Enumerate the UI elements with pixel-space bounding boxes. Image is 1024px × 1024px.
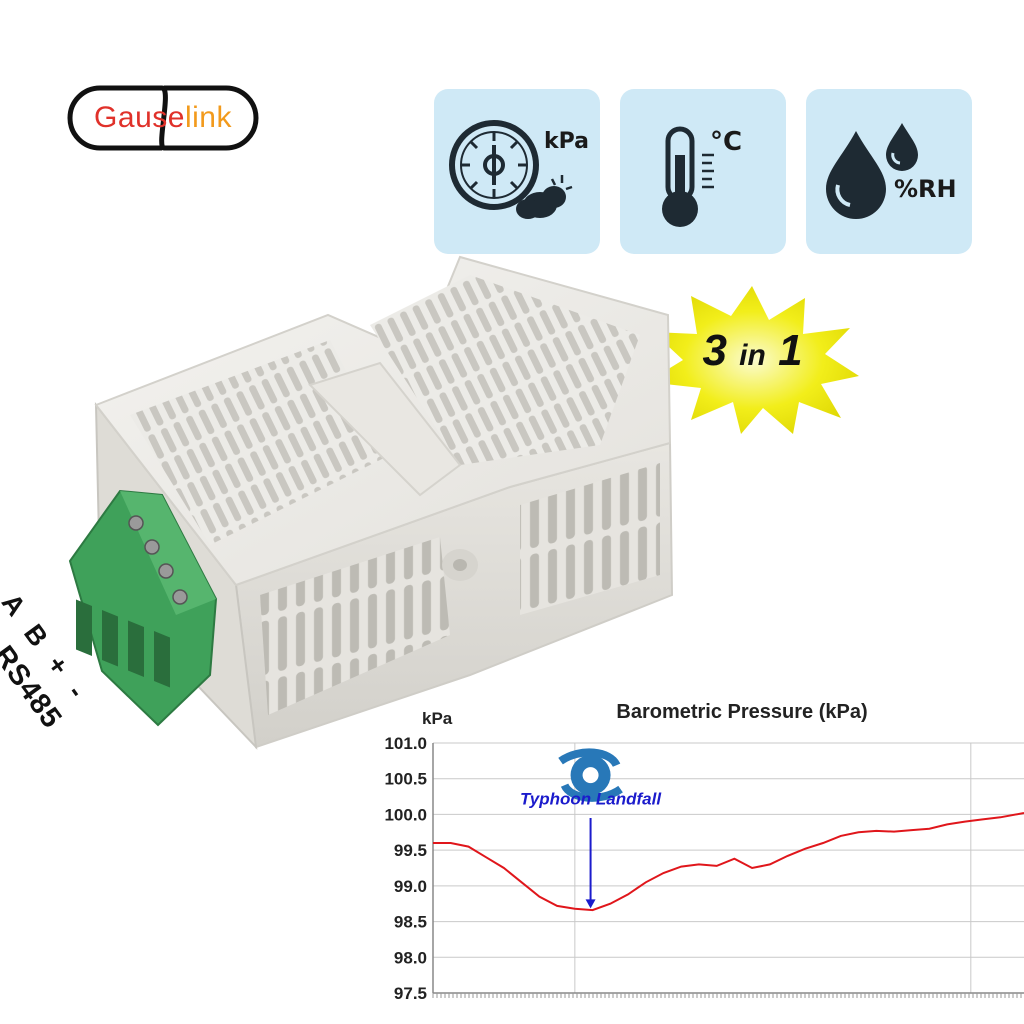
feature-tile-temperature: °C: [620, 89, 786, 254]
pressure-series-line: [433, 812, 1024, 912]
chart-ylabel: kPa: [422, 709, 453, 728]
y-tick-label: 99.0: [394, 877, 427, 896]
y-tick-label: 97.5: [394, 984, 427, 1003]
badge-word-in: in: [739, 339, 766, 372]
badge-text: 3 in 1: [645, 326, 860, 376]
sensor-device-illustration: [68, 255, 674, 750]
feature-tile-humidity: %RH: [806, 89, 972, 254]
chart-x-ticks: [432, 993, 1022, 998]
y-tick-label: 100.5: [384, 770, 427, 789]
pressure-chart: Barometric Pressure (kPa) kPa 101.0 100.5…: [384, 701, 1024, 1003]
three-in-one-badge: [647, 286, 859, 434]
y-tick-label: 99.5: [394, 841, 427, 860]
chart-title: Barometric Pressure (kPa): [616, 701, 867, 723]
barometer-icon: [449, 120, 573, 219]
badge-number-2: 1: [778, 326, 803, 375]
badge-number-1: 3: [702, 326, 727, 375]
y-tick-label: 100.0: [384, 805, 427, 824]
chart-y-ticks: 101.0 100.5 100.0 99.5 99.0 98.5 98.0 97.5: [384, 734, 427, 1003]
y-tick-label: 98.0: [394, 948, 427, 967]
feature-label-humidity: %RH: [894, 175, 957, 203]
thermometer-icon: [662, 126, 714, 227]
feature-label-temperature: °C: [710, 127, 743, 157]
typhoon-icon: [558, 748, 623, 802]
y-tick-label: 98.5: [394, 913, 427, 932]
brand-name-part2: link: [184, 101, 232, 134]
feature-tile-pressure: kPa: [434, 89, 600, 254]
annotation-label: Typhoon Landfall: [520, 789, 662, 808]
annotation-arrow-head: [585, 899, 596, 909]
humidity-drops-icon: [826, 123, 918, 219]
feature-label-pressure: kPa: [544, 129, 590, 154]
brand-logo-frame: [67, 85, 259, 151]
y-tick-label: 101.0: [384, 734, 427, 753]
chart-grid: [432, 742, 1024, 994]
brand-name-part1: Gause: [94, 101, 185, 134]
